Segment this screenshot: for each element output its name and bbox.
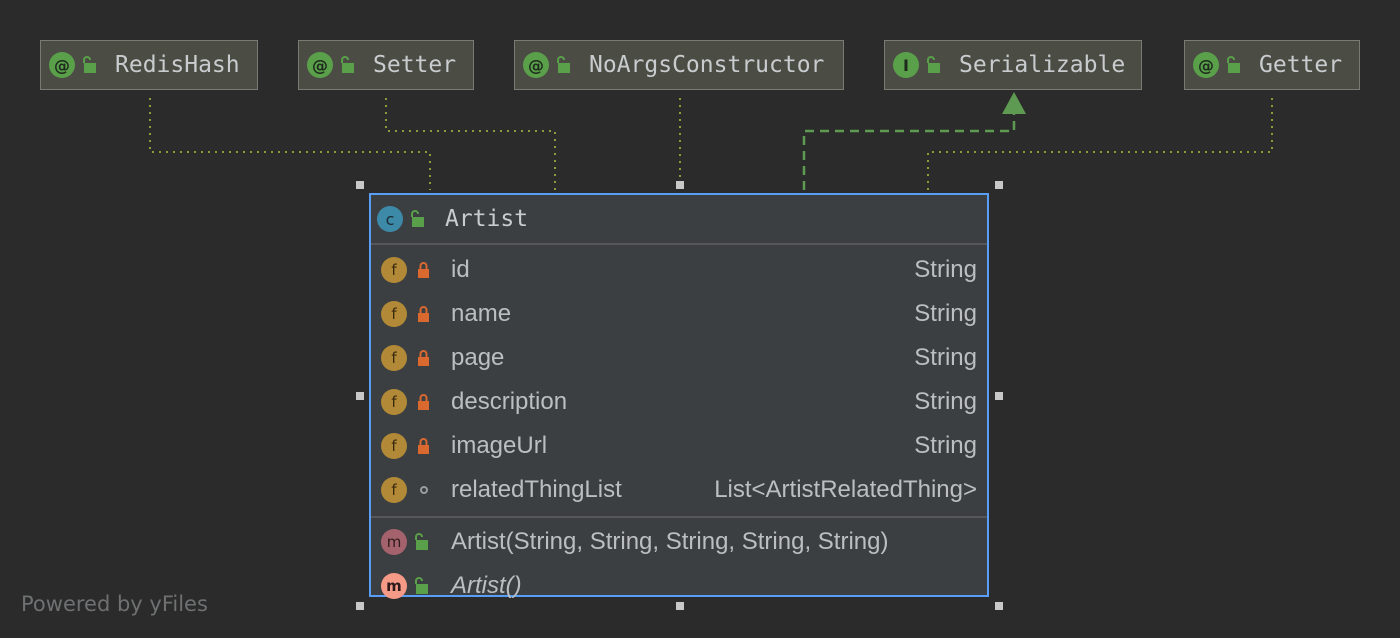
field-name: name — [451, 300, 512, 327]
annotation-icon: @ — [307, 52, 333, 78]
field-type: String — [914, 344, 977, 371]
resize-handle-left[interactable] — [356, 392, 364, 400]
field-row[interactable]: f relatedThingList List<ArtistRelatedThi… — [371, 468, 987, 512]
field-name: description — [451, 388, 568, 415]
annotation-label: Setter — [373, 52, 457, 78]
edge-redishash-artist — [149, 98, 431, 190]
unlocked-icon — [341, 56, 354, 73]
fields-section: f id String f name String f — [371, 245, 987, 518]
field-row[interactable]: f imageUrl String — [371, 424, 987, 468]
class-node-artist[interactable]: c Artist f id String f — [369, 193, 989, 599]
powered-by-label: Powered by yFiles — [21, 592, 208, 616]
interface-node-serializable[interactable]: I Serializable — [884, 40, 1142, 90]
annotation-icon: @ — [523, 52, 549, 78]
unlocked-icon — [415, 577, 428, 594]
edge-getter-artist — [927, 98, 1273, 190]
method-icon: m — [381, 529, 407, 555]
methods-section: m Artist(String, String, String, String,… — [371, 518, 987, 608]
resize-handle-right[interactable] — [995, 392, 1003, 400]
field-row[interactable]: f id String — [371, 248, 987, 292]
class-header: c Artist — [371, 195, 987, 245]
lock-icon — [418, 350, 429, 366]
unlocked-icon — [927, 56, 940, 73]
field-type: String — [914, 388, 977, 415]
resize-handle-bottom[interactable] — [676, 602, 684, 610]
unlocked-icon — [1227, 56, 1240, 73]
interface-label: Serializable — [959, 52, 1126, 78]
resize-handle-top[interactable] — [676, 181, 684, 189]
edge-setter-artist — [385, 98, 556, 190]
method-row[interactable]: m Artist() — [371, 564, 987, 608]
resize-handle-top-left[interactable] — [356, 181, 364, 189]
field-type: String — [914, 300, 977, 327]
method-signature: Artist() — [451, 572, 522, 599]
field-type: List<ArtistRelatedThing> — [714, 476, 977, 503]
constructor-icon: m — [381, 573, 407, 599]
package-visibility-icon — [413, 479, 435, 501]
unlocked-icon — [411, 210, 424, 227]
annotation-node-getter[interactable]: @ Getter — [1184, 40, 1360, 90]
class-icon: c — [377, 206, 403, 232]
field-name: page — [451, 344, 505, 371]
method-signature: Artist(String, String, String, String, S… — [451, 528, 889, 555]
annotation-icon: @ — [1193, 52, 1219, 78]
unlocked-icon — [415, 533, 428, 550]
field-name: id — [451, 256, 470, 283]
resize-handle-bottom-right[interactable] — [995, 602, 1003, 610]
lock-icon — [418, 394, 429, 410]
annotation-icon: @ — [49, 52, 75, 78]
field-row[interactable]: f description String — [371, 380, 987, 424]
realization-arrowhead — [1002, 92, 1026, 114]
field-row[interactable]: f page String — [371, 336, 987, 380]
field-icon: f — [381, 301, 407, 327]
edge-artist-serializable — [802, 114, 1016, 190]
method-row[interactable]: m Artist(String, String, String, String,… — [371, 520, 987, 564]
class-name: Artist — [445, 206, 529, 232]
unlocked-icon — [557, 56, 570, 73]
interface-icon: I — [893, 52, 919, 78]
field-icon: f — [381, 477, 407, 503]
resize-handle-bottom-left[interactable] — [356, 602, 364, 610]
annotation-label: NoArgsConstructor — [589, 52, 825, 78]
field-icon: f — [381, 433, 407, 459]
field-row[interactable]: f name String — [371, 292, 987, 336]
resize-handle-top-right[interactable] — [995, 181, 1003, 189]
lock-icon — [418, 262, 429, 278]
annotation-node-setter[interactable]: @ Setter — [298, 40, 474, 90]
lock-icon — [418, 306, 429, 322]
field-name: relatedThingList — [451, 476, 622, 503]
field-icon: f — [381, 257, 407, 283]
lock-icon — [418, 438, 429, 454]
field-name: imageUrl — [451, 432, 548, 459]
field-icon: f — [381, 345, 407, 371]
field-icon: f — [381, 389, 407, 415]
unlocked-icon — [83, 56, 96, 73]
annotation-label: Getter — [1259, 52, 1343, 78]
annotation-label: RedisHash — [115, 52, 240, 78]
field-type: String — [914, 256, 977, 283]
field-type: String — [914, 432, 977, 459]
annotation-node-noargsconstructor[interactable]: @ NoArgsConstructor — [514, 40, 844, 90]
annotation-node-redishash[interactable]: @ RedisHash — [40, 40, 258, 90]
